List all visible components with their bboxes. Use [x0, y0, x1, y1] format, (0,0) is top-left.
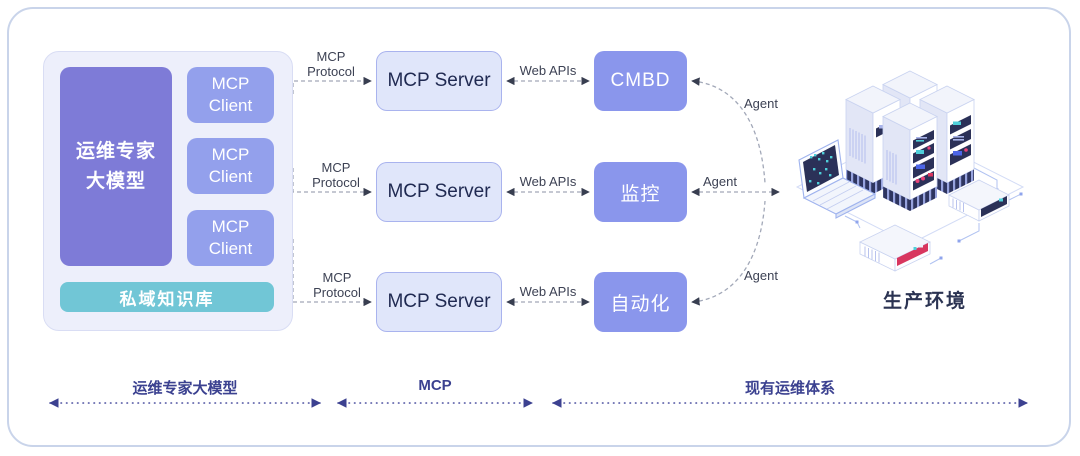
cmbd-box: CMBD — [594, 51, 687, 111]
footer-section-existing-ops: 现有运维体系 — [744, 380, 835, 397]
mcp-client-box-1: MCP Client — [187, 67, 274, 123]
mcp-client-1-line2: Client — [208, 96, 253, 115]
ops-expert-model-label-line1: 运维专家 — [75, 141, 156, 163]
server-tower-front — [882, 102, 938, 211]
agent-label-2: Agent — [703, 174, 737, 189]
automation-box: 自动化 — [594, 272, 687, 332]
mcp-server-3-label: MCP Server — [387, 291, 491, 312]
automation-label: 自动化 — [610, 293, 671, 315]
monitoring-label: 监控 — [620, 183, 661, 205]
mcp-client-2-line1: MCP — [211, 144, 250, 164]
agent-label-3: Agent — [744, 268, 778, 283]
mcp-server-box-2: MCP Server — [376, 162, 502, 222]
agent-label-1: Agent — [744, 96, 778, 111]
mcp-server-1-label: MCP Server — [387, 70, 491, 91]
mcp-client-1-line1: MCP — [211, 73, 250, 93]
mcp-client-2-line2: Client — [208, 167, 253, 186]
mcp-server-box-3: MCP Server — [376, 272, 502, 332]
mcp-client-3-line1: MCP — [211, 216, 250, 236]
mcp-server-box-1: MCP Server — [376, 51, 502, 111]
rack-device-front — [859, 224, 931, 272]
private-knowledge-base-label: 私域知识库 — [119, 289, 215, 309]
ops-expert-model-label-line2: 大模型 — [85, 170, 146, 192]
footer-section-expert-model: 运维专家大模型 — [132, 380, 238, 397]
mcp-protocol-label-3: MCP Protocol — [313, 270, 361, 300]
web-apis-label-3: Web APIs — [519, 284, 577, 299]
cmbd-label: CMBD — [610, 70, 671, 91]
mcp-server-2-label: MCP Server — [387, 181, 491, 202]
web-apis-label-2: Web APIs — [519, 174, 577, 189]
mcp-client-3-line2: Client — [208, 239, 253, 258]
production-environment-illustration — [795, 70, 1025, 272]
laptop — [798, 139, 877, 219]
mcp-client-box-3: MCP Client — [187, 210, 274, 266]
monitoring-box: 监控 — [594, 162, 687, 222]
footer-section-mcp: MCP — [418, 377, 452, 394]
mcp-protocol-label-1: MCP Protocol — [307, 49, 355, 79]
mcp-client-box-2: MCP Client — [187, 138, 274, 194]
ops-expert-model-box: 运维专家 大模型 — [60, 67, 172, 266]
web-apis-label-1: Web APIs — [519, 63, 577, 78]
mcp-protocol-label-2: MCP Protocol — [312, 160, 360, 190]
private-knowledge-base-box: 私域知识库 — [60, 282, 274, 312]
rack-device-right — [948, 179, 1010, 222]
production-environment-caption: 生产环境 — [882, 291, 967, 312]
